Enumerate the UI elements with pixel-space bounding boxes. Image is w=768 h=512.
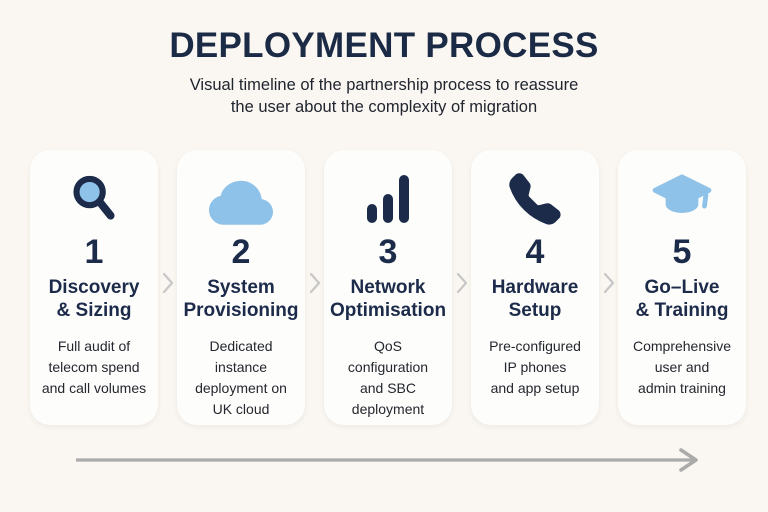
timeline-arrow-icon [76, 448, 698, 472]
step-description: Comprehensive user and admin training [632, 337, 732, 396]
header: DEPLOYMENT PROCESS Visual timeline of th… [0, 0, 768, 119]
step-number: 1 [84, 233, 104, 271]
step-number: 3 [378, 233, 398, 271]
steps-row: 1 Discovery & Sizing Full audit of telec… [30, 150, 746, 425]
page-title: DEPLOYMENT PROCESS [169, 26, 599, 65]
chevron-right-icon [452, 145, 471, 420]
step-title: Go–Live & Training [635, 277, 729, 321]
chevron-right-icon [158, 145, 177, 420]
step-title: Hardware Setup [491, 277, 579, 321]
step-card-hardware: 4 Hardware Setup Pre-configured IP phone… [471, 150, 599, 425]
step-card-optimisation: 3 Network Optimisation QoS configuration… [324, 150, 452, 425]
step-description: Pre-configured IP phones and app setup [489, 337, 581, 396]
magnifier-icon [66, 170, 122, 228]
chevron-right-icon [599, 145, 618, 420]
step-description: Dedicated instance deployment on UK clou… [195, 337, 287, 417]
step-number: 2 [231, 233, 251, 271]
step-description: Full audit of telecom spend and call vol… [41, 337, 147, 396]
step-number: 4 [525, 233, 545, 271]
step-title: System Provisioning [183, 277, 299, 321]
step-card-provisioning: 2 System Provisioning Dedicated instance… [177, 150, 305, 425]
graduation-cap-icon [651, 170, 713, 228]
step-card-discovery: 1 Discovery & Sizing Full audit of telec… [30, 150, 158, 425]
cloud-icon [209, 170, 273, 228]
step-number: 5 [672, 233, 692, 271]
step-card-golive: 5 Go–Live & Training Comprehensive user … [618, 150, 746, 425]
step-title: Network Optimisation [329, 277, 447, 321]
bar-chart-icon [365, 170, 411, 228]
page-subtitle: Visual timeline of the partnership proce… [189, 76, 579, 116]
phone-icon [508, 170, 562, 228]
step-title: Discovery & Sizing [48, 277, 140, 321]
chevron-right-icon [305, 145, 324, 420]
step-description: QoS configuration and SBC deployment [347, 337, 429, 417]
